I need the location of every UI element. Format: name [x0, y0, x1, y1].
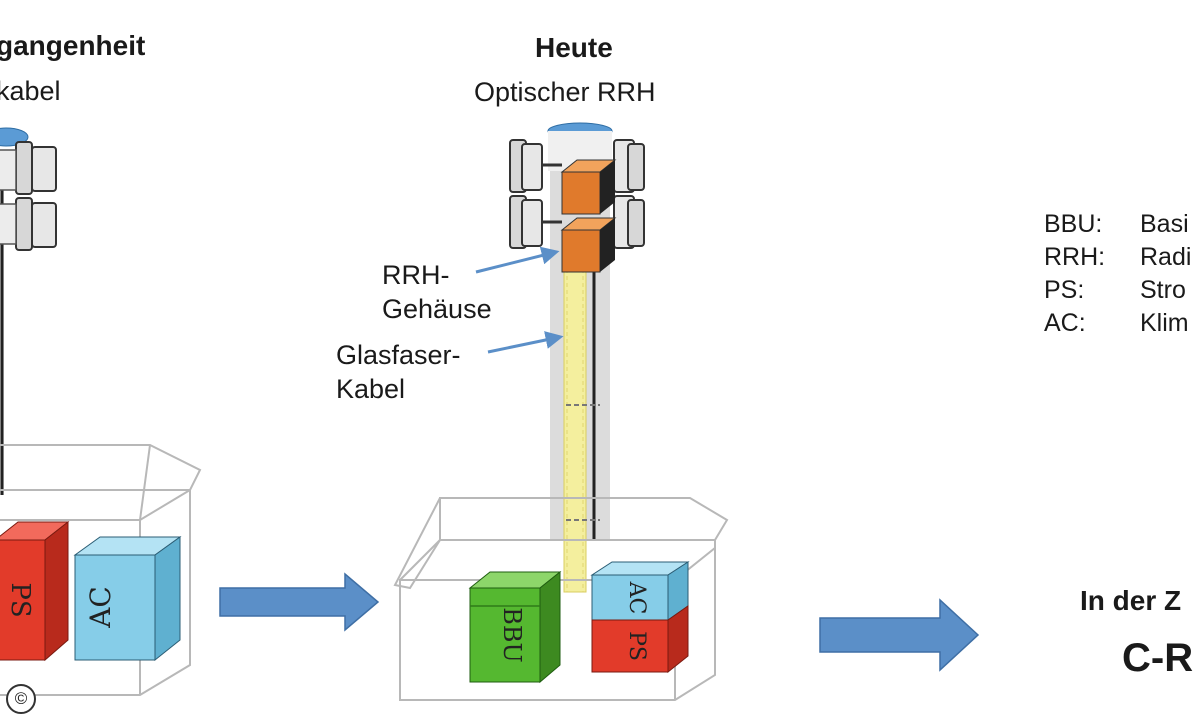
- legend-abbr: BBU:: [1044, 210, 1103, 238]
- today-bbu-text: BBU: [498, 607, 526, 663]
- legend-desc: Stro: [1140, 276, 1186, 304]
- legend-abbr: PS:: [1044, 276, 1085, 304]
- legend-row-ps: PS: Stro: [1044, 274, 1191, 307]
- legend-desc: Basi: [1140, 210, 1189, 238]
- fiber-cable-pointer: [487, 331, 564, 354]
- past-ac-box: [73, 536, 182, 662]
- today-ac-box: [590, 561, 690, 621]
- fiber-cable-label: Glasfaser- Kabel: [336, 338, 461, 406]
- legend-desc: Radi: [1140, 243, 1192, 271]
- today-ac-text: AC: [624, 581, 649, 615]
- rrh-housing-label: RRH- Gehäuse: [382, 258, 492, 326]
- today-subtitle: Optischer RRH: [474, 77, 656, 107]
- future-subtitle: C-R: [1122, 636, 1194, 680]
- fiber-cable-line1: Glasfaser-: [336, 340, 461, 370]
- legend-abbr: AC:: [1044, 309, 1086, 337]
- past-title: gangenheit: [0, 30, 146, 61]
- past-mast: [0, 127, 57, 495]
- today-bbu-box: [468, 570, 562, 684]
- transition-arrow-1: [219, 572, 380, 632]
- today-ps-text: PS: [624, 631, 649, 661]
- today-ps-box: [591, 605, 689, 674]
- legend-abbr: RRH:: [1044, 243, 1106, 271]
- legend: BBU: Basi RRH: Radi PS: Stro AC: Klim: [1044, 208, 1191, 340]
- legend-desc: Klim: [1140, 309, 1189, 337]
- past-subtitle: kabel: [0, 76, 61, 106]
- rrh-housing-line1: RRH-: [382, 260, 450, 290]
- transition-arrow-2: [819, 598, 980, 672]
- rrh-housing-pointer: [475, 246, 560, 274]
- today-title: Heute: [535, 32, 613, 63]
- legend-row-bbu: BBU: Basi: [1044, 208, 1191, 241]
- past-ac-text: AC: [84, 586, 117, 629]
- rrh-housing-line2: Gehäuse: [382, 294, 492, 324]
- past-ps-box: [0, 520, 70, 662]
- today-mast: [509, 122, 645, 593]
- past-ps-text: PS: [5, 582, 35, 617]
- legend-row-ac: AC: Klim: [1044, 307, 1191, 340]
- copyright-badge: ©: [6, 684, 36, 714]
- legend-row-rrh: RRH: Radi: [1044, 241, 1191, 274]
- future-title: In der Z: [1080, 585, 1182, 616]
- fiber-cable-line2: Kabel: [336, 374, 406, 404]
